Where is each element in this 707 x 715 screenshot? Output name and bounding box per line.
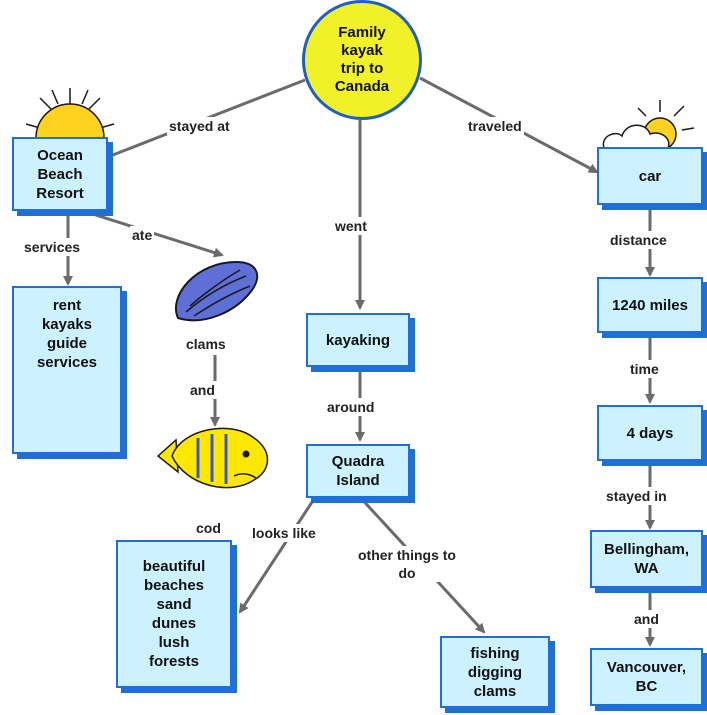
link-label-clams: clams bbox=[184, 335, 228, 353]
node-vancouver[interactable]: Vancouver, BC bbox=[590, 648, 703, 706]
link-label-cod: cod bbox=[194, 519, 223, 537]
node-ocean-beach-resort[interactable]: Ocean Beach Resort bbox=[12, 137, 108, 211]
link-label-other-things: other things to do bbox=[356, 546, 458, 582]
link-label-around: around bbox=[325, 398, 377, 416]
edge-looks-like bbox=[238, 492, 320, 614]
link-label-traveled: traveled bbox=[466, 117, 524, 135]
link-label-and-city: and bbox=[632, 610, 661, 628]
link-label-time: time bbox=[628, 360, 661, 378]
node-1240-miles[interactable]: 1240 miles bbox=[597, 277, 703, 333]
node-rent-kayaks[interactable]: rent kayaks guide services bbox=[12, 286, 122, 454]
node-kayaking[interactable]: kayaking bbox=[306, 313, 410, 367]
node-4-days[interactable]: 4 days bbox=[597, 405, 703, 461]
link-label-stayed-at: stayed at bbox=[167, 117, 232, 135]
node-car[interactable]: car bbox=[597, 147, 703, 205]
sun-cloud-icon bbox=[602, 100, 695, 151]
node-fishing[interactable]: fishing digging clams bbox=[440, 636, 550, 708]
link-label-looks-like: looks like bbox=[250, 524, 318, 542]
link-label-and-fish: and bbox=[188, 381, 217, 399]
link-label-services: services bbox=[22, 238, 83, 256]
link-label-distance: distance bbox=[608, 231, 669, 249]
link-label-went: went bbox=[333, 217, 369, 235]
link-label-stayed-in: stayed in bbox=[604, 487, 669, 505]
fish-icon bbox=[156, 427, 269, 489]
sun-icon bbox=[25, 88, 115, 139]
node-quadra-island[interactable]: Quadra Island bbox=[306, 444, 410, 498]
center-topic-node[interactable]: Family kayak trip to Canada bbox=[302, 0, 422, 120]
node-beautiful-beaches[interactable]: beautiful beaches sand dunes lush forest… bbox=[116, 540, 232, 688]
node-bellingham[interactable]: Bellingham, WA bbox=[590, 530, 703, 588]
link-label-ate: ate bbox=[130, 226, 155, 244]
clam-shell-icon bbox=[175, 260, 259, 322]
